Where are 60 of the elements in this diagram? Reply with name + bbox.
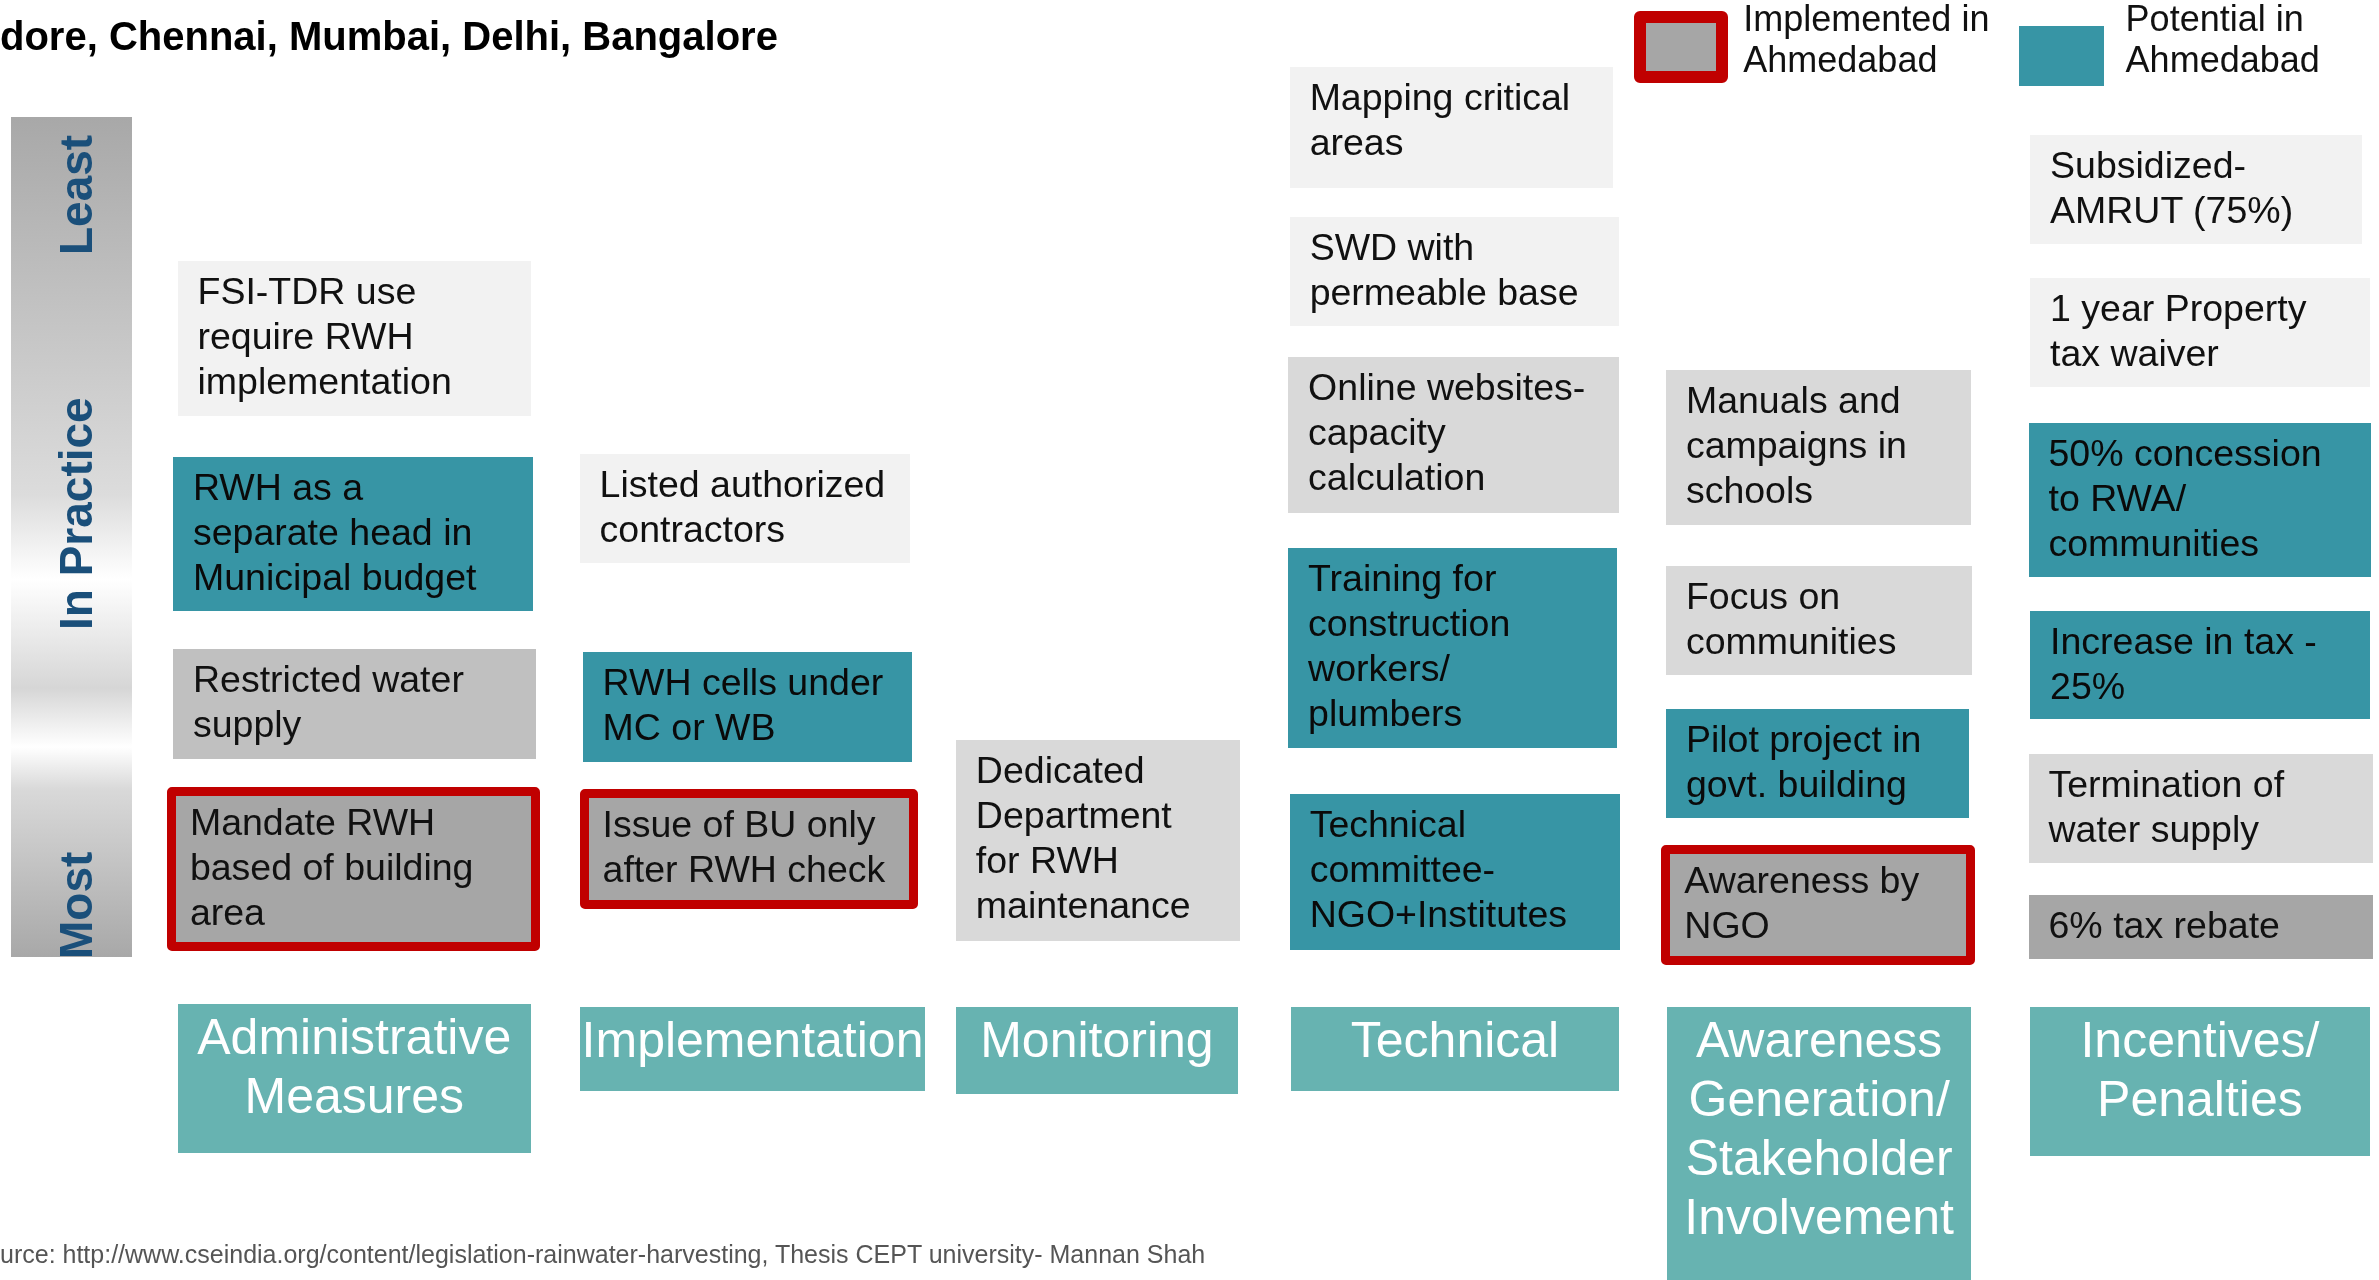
measure-box xyxy=(582,652,912,762)
category-box xyxy=(955,1007,1239,1094)
measure-label: Mapping critical areas xyxy=(1309,74,1572,165)
measure-box xyxy=(955,740,1240,941)
category-label: Awareness Generation/ Stakeholder Involvement xyxy=(1683,1011,1955,1248)
measure-box xyxy=(1288,356,1619,513)
measure-label: 50% concession to RWA/ communities xyxy=(2048,431,2323,567)
category-label: Monitoring xyxy=(980,1011,1214,1071)
measure-box xyxy=(2030,611,2370,720)
legend-label: Implemented in Ahmedabad xyxy=(1743,0,1991,81)
measure-label: SWD with permeable base xyxy=(1309,224,1580,315)
measure-box xyxy=(579,788,918,909)
measure-box xyxy=(1289,793,1621,950)
measure-label: Restricted water supply xyxy=(192,657,465,748)
category-box xyxy=(2030,1007,2370,1157)
axis-label: In Practice xyxy=(52,396,99,630)
category-label: Implementation xyxy=(581,1011,924,1071)
category-label: Administrative Measures xyxy=(196,1008,513,1127)
measure-label: RWH cells under MC or WB xyxy=(602,660,885,751)
measure-box xyxy=(1665,565,1973,676)
measure-label: RWH as a separate head in Municipal budget xyxy=(192,464,478,600)
measure-box xyxy=(166,787,541,952)
measure-label: Pilot project in govt. building xyxy=(1685,716,1923,807)
legend-label: Potential in Ahmedabad xyxy=(2125,0,2321,81)
measure-box xyxy=(2028,895,2373,959)
measure-label: Awareness by NGO xyxy=(1684,858,1921,949)
subtitle: dore, Chennai, Mumbai, Delhi, Bangalore xyxy=(0,14,778,59)
measure-label: Online websites- capacity calculation xyxy=(1308,364,1587,500)
measure-label: Subsidized- AMRUT (75%) xyxy=(2050,143,2295,234)
measure-box xyxy=(1665,708,1970,818)
measure-label: Manuals and campaigns in schools xyxy=(1685,378,1908,514)
measure-box xyxy=(172,456,533,612)
measure-label: Mandate RWH based of building area xyxy=(189,800,475,936)
measure-box xyxy=(2028,754,2373,864)
axis-label: Most xyxy=(52,851,99,959)
measure-box xyxy=(172,649,536,759)
category-box xyxy=(579,1007,926,1091)
measure-label: Dedicated Department for RWH maintenance xyxy=(975,748,1192,929)
measure-label: 1 year Property tax waiver xyxy=(2050,285,2308,376)
measure-box xyxy=(1665,370,1971,525)
measure-label: FSI-TDR use require RWH implementation xyxy=(197,268,453,404)
measure-box xyxy=(1288,547,1618,748)
measure-box xyxy=(2028,423,2372,577)
measure-box xyxy=(1661,845,1976,965)
category-box xyxy=(1291,1007,1619,1091)
category-box xyxy=(1667,1007,1971,1280)
measure-label: Increase in tax - 25% xyxy=(2050,619,2318,710)
source-note: urce: http://www.cseindia.org/content/legislation-rainwater-harvesting, Thesis CEPT university- Mannan Shah xyxy=(0,1239,1206,1270)
category-label: Incentives/ Penalties xyxy=(2079,1011,2321,1130)
measure-label: 6% tax rebate xyxy=(2048,903,2281,949)
measure-label: Listed authorized contractors xyxy=(599,461,887,552)
measure-label: Training for construction workers/ plumbers xyxy=(1308,555,1512,736)
measure-label: Termination of water supply xyxy=(2048,762,2286,853)
category-label: Technical xyxy=(1350,1011,1560,1071)
measure-label: Technical committee- NGO+Institutes xyxy=(1309,801,1569,937)
measure-label: Focus on communities xyxy=(1685,573,1898,664)
axis-band xyxy=(10,116,132,958)
measure-label: Issue of BU only after RWH check xyxy=(602,801,887,892)
category-box xyxy=(177,1004,531,1154)
axis-label: Least xyxy=(52,134,99,255)
